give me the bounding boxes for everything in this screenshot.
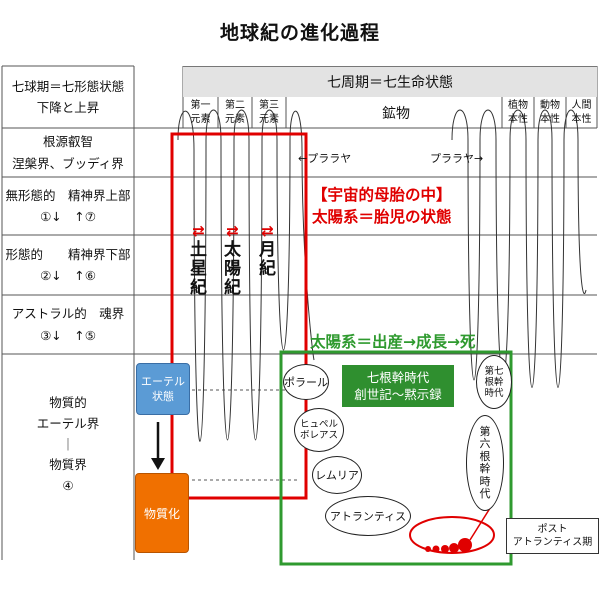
row-label: エーテル界 xyxy=(36,416,100,432)
page-title: 地球紀の進化過程 xyxy=(219,22,380,44)
lemuria-race: レムリア xyxy=(312,456,362,494)
solar-system-frame xyxy=(279,350,513,566)
cycle-icon: ⇄ xyxy=(192,222,205,240)
row-root-wisdom: 根源叡智 涅槃界、ブッディ界 xyxy=(2,128,134,177)
post-atlantis-box: ポストアトランティス期 xyxy=(506,518,599,554)
pralaya-left-label: ←プララヤ xyxy=(298,152,352,165)
sixth-race: 第六根幹時代 xyxy=(466,415,504,511)
polar-race: ポラール xyxy=(283,364,329,400)
row-label: 無形態的 精神界上部 xyxy=(5,187,131,203)
row-physical: 物質的 エーテル界 ｜ 物質界 ④ xyxy=(2,380,134,510)
atlantis-race: アトランティス xyxy=(325,496,411,536)
second-element-label: 第二元素 xyxy=(225,99,245,125)
embryo-state-text: 太陽系＝胎児の状態 xyxy=(312,208,452,226)
row-label: ④ xyxy=(62,477,74,493)
etheric-state-box: エーテル状態 xyxy=(136,363,190,415)
first-element-label: 第一元素 xyxy=(190,99,211,125)
third-element-label: 第三元素 xyxy=(259,99,279,125)
row-label: 物質界 xyxy=(49,457,87,473)
row-label: ②↓ ↑⑥ xyxy=(40,268,96,283)
wave-left xyxy=(177,109,315,442)
row-label: ③↓ ↑⑤ xyxy=(40,327,96,343)
materialize-arrowhead xyxy=(151,458,165,470)
saturn-epoch: ⇄ 土星紀 xyxy=(190,222,207,298)
materialization-box: 物質化 xyxy=(135,473,189,553)
solar-system-text: 太陽系＝出産→成長→死 xyxy=(310,333,476,351)
animal-nature-label: 動物本性 xyxy=(540,99,560,125)
seven-globe-label: 七球期＝七形態状態 xyxy=(11,78,125,94)
seven-life-states-header: 七周期＝七生命状態 xyxy=(183,66,597,97)
moon-epoch: ⇄ 月紀 xyxy=(259,222,276,279)
row-label: 涅槃界、ブッディ界 xyxy=(12,155,124,171)
cycle-icon: ⇄ xyxy=(261,222,274,240)
plant-nature-label: 植物本性 xyxy=(508,99,528,125)
cosmic-womb-text: 【宇宙的母胎の中】 太陽系＝胎児の状態 xyxy=(312,184,452,228)
row-label: 形態的 精神界下部 xyxy=(5,246,131,262)
seventh-race: 第七根幹時代 xyxy=(476,355,512,409)
wave-lines xyxy=(177,109,587,442)
growth-dots xyxy=(425,538,472,553)
seven-root-epochs-box: 七根幹時代創世記～黙示録 xyxy=(342,365,454,407)
sun-epoch: ⇄ 太陽紀 xyxy=(224,222,241,298)
mineral-label: 鉱物 xyxy=(382,105,410,122)
growth-curve xyxy=(469,504,493,541)
row-label: 根源叡智 xyxy=(42,134,93,150)
human-nature-label: 人間本性 xyxy=(571,99,592,125)
row-label: 物質的 xyxy=(49,395,87,411)
row-astral: アストラル的 魂界 ③↓ ↑⑤ xyxy=(2,295,134,354)
row-label: アストラル的 魂界 xyxy=(11,306,125,322)
row-formless-spirit: 無形態的 精神界上部 ①↓ ↑⑦ xyxy=(2,177,134,235)
hyperborean-race: ヒュペルボレアス xyxy=(294,408,344,452)
descent-ascent-label: 下降と上昇 xyxy=(36,100,100,115)
row-label: ｜ xyxy=(61,436,75,452)
left-header-cell: 七球期＝七形態状態 下降と上昇 xyxy=(2,66,134,128)
row-form-spirit: 形態的 精神界下部 ②↓ ↑⑥ xyxy=(2,235,134,295)
wave-right xyxy=(451,109,587,388)
post-atlantis-highlight xyxy=(409,516,495,554)
cosmic-womb-title: 【宇宙的母胎の中】 xyxy=(312,186,452,204)
cosmic-womb-frame xyxy=(170,132,308,500)
cycle-icon: ⇄ xyxy=(226,222,239,240)
row-label: ①↓ ↑⑦ xyxy=(40,209,96,224)
pralaya-right-label: プララヤ→ xyxy=(430,152,484,165)
